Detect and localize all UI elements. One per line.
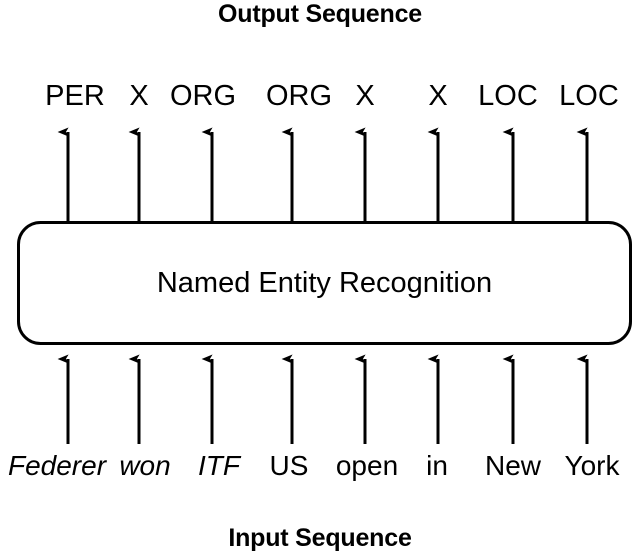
output-token: X (129, 80, 149, 112)
input-token: in (426, 450, 448, 481)
output-token: LOC (559, 80, 619, 112)
output-sequence-title: Output Sequence (218, 0, 422, 28)
input-sequence-title: Input Sequence (228, 524, 412, 552)
input-token: York (564, 450, 620, 481)
input-token: Federer (7, 450, 107, 481)
input-token: US (269, 450, 309, 481)
output-token: PER (45, 80, 105, 112)
input-token: New (484, 450, 542, 481)
input-token: open (335, 450, 399, 481)
input-token: won (119, 450, 171, 481)
output-token: X (428, 80, 448, 112)
output-arrow-group (57, 127, 589, 221)
ner-box (17, 221, 632, 345)
output-token: LOC (478, 80, 538, 112)
input-arrow-group (57, 354, 589, 444)
input-token: ITF (198, 450, 240, 481)
output-token: X (355, 80, 375, 112)
output-token: ORG (265, 80, 333, 112)
output-token: ORG (169, 80, 237, 112)
